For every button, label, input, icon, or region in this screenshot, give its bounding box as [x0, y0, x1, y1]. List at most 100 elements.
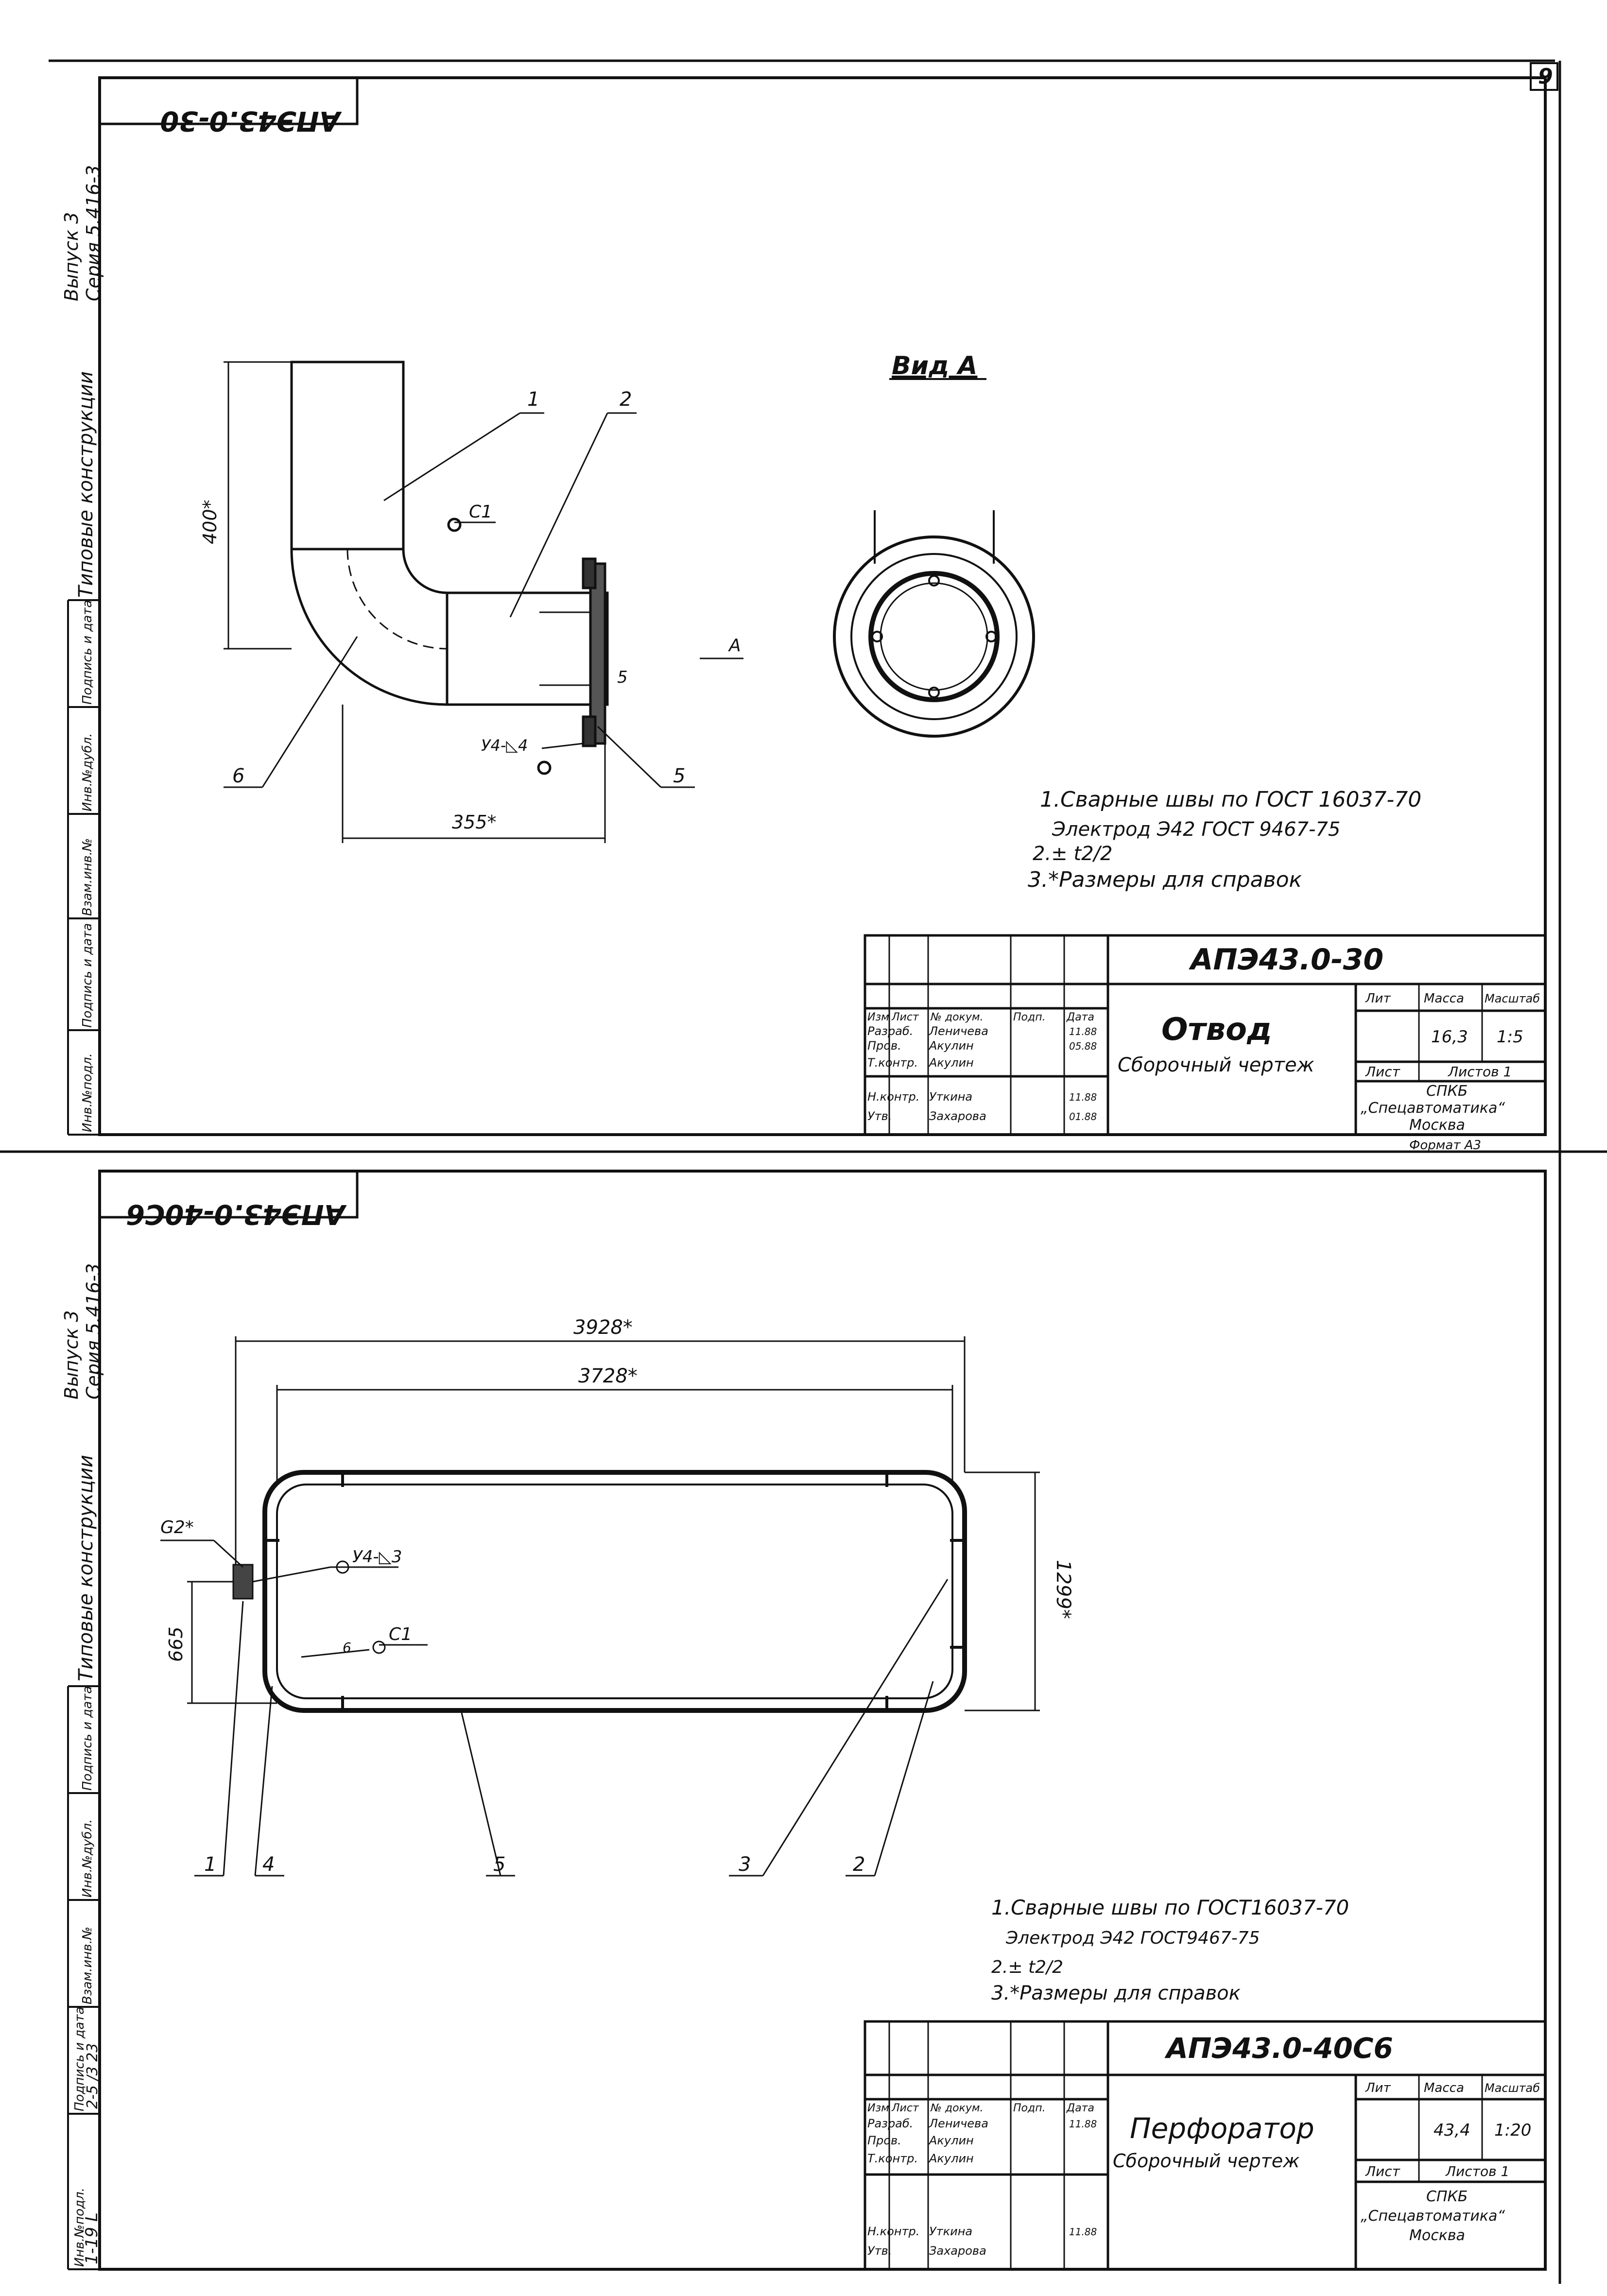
- top-stamp-name: Отвод: [1161, 1012, 1272, 1048]
- top-stamp-h3: Подп.: [1013, 1011, 1046, 1023]
- bottom-callout-3: 3: [739, 1853, 751, 1876]
- bottom-callout-1: 1: [204, 1853, 216, 1876]
- bottom-dim-inner: 3728*: [578, 1365, 638, 1387]
- bottom-callout-6: 6: [343, 1640, 351, 1656]
- bottom-callout-weld: У4-◺3: [352, 1547, 402, 1567]
- bottom-note-3: 2.± t2/2: [991, 1957, 1063, 1977]
- bottom-dim-outer: 3928*: [573, 1316, 633, 1339]
- top-note-1: 1.Сварные швы по ГОСТ 16037-70: [1040, 787, 1421, 812]
- top-stamp-scale: 1:5: [1497, 1027, 1523, 1047]
- top-stamp-mass-label: Масса: [1424, 991, 1464, 1006]
- top-stamp-designation: АПЭ43.0-30: [1189, 943, 1383, 977]
- bottom-dim-height: 1299*: [1052, 1560, 1074, 1619]
- bottom-col-4: Инв.№дубл.: [80, 1819, 95, 1898]
- top-col-3: Взам.инв.№: [80, 838, 95, 916]
- top-stamp-role-3: Н.контр.: [867, 1090, 919, 1104]
- top-stamp-h0: Изм: [867, 1011, 889, 1023]
- bottom-stamp-designation: АПЭ43.0-40С6: [1164, 2032, 1393, 2065]
- perforator-drawing: [160, 1336, 1040, 1877]
- bottom-stamp-date-3: 11.88: [1069, 2226, 1097, 2238]
- top-sheet: АПЭ43.0-30 Серия 5.416-3 Выпуск 3 Типовы…: [61, 76, 1547, 1153]
- top-note-4: 3.*Размеры для справок: [1028, 867, 1302, 892]
- top-stamp-sheet-label: Лист: [1365, 1064, 1400, 1080]
- bottom-margin-issue: Выпуск 3: [61, 1310, 82, 1399]
- bottom-stamp-h4: Дата: [1066, 2102, 1094, 2114]
- top-stamp-date-4: 01.88: [1069, 1111, 1097, 1122]
- bottom-dim-gap: G2*: [160, 1518, 194, 1537]
- top-stamp-scale-label: Масштаб: [1485, 992, 1540, 1005]
- top-stamp-role-0: Разраб.: [867, 1024, 913, 1038]
- top-stamp-role-4: Утв.: [867, 1109, 892, 1123]
- bottom-dim-side: 665: [165, 1626, 187, 1662]
- bottom-stamp-name: Перфоратор: [1130, 2112, 1314, 2145]
- top-stamp-name-4: Захарова: [929, 1109, 986, 1123]
- top-stamp-lit-label: Лит: [1365, 991, 1391, 1006]
- top-stamp-name-1: Акулин: [928, 1039, 974, 1053]
- top-corner-code: АПЭ43.0-30: [160, 105, 342, 137]
- top-col-4: Инв.№дубл.: [80, 733, 95, 811]
- bottom-stamp-name-1: Акулин: [928, 2134, 974, 2147]
- bottom-col-5: Подпись и дата: [80, 1686, 95, 1791]
- top-stamp-name-2: Акулин: [928, 1056, 974, 1070]
- bottom-stamp-role-2: Т.контр.: [867, 2152, 918, 2165]
- bottom-stamp-role-1: Пров.: [867, 2134, 901, 2147]
- bottom-stamp-sheets-label: Листов 1: [1445, 2163, 1509, 2179]
- top-stamp-org-1: СПКБ: [1426, 1083, 1468, 1100]
- bottom-callout-c1: C1: [389, 1624, 412, 1644]
- top-stamp-subtitle: Сборочный чертеж: [1118, 1054, 1314, 1076]
- top-callout-5: 5: [673, 765, 685, 787]
- bottom-stamp-name-2: Акулин: [928, 2152, 974, 2165]
- bottom-sheet: АПЭ43.0-40С6 Серия 5.416-3 Выпуск 3 Типо…: [61, 1170, 1547, 2271]
- top-col-1: Инв.№подл.: [80, 1053, 95, 1132]
- top-callout-6: 6: [232, 765, 244, 787]
- top-col-2: Подпись и дата: [80, 923, 95, 1028]
- top-margin-issue: Выпуск 3: [61, 212, 82, 301]
- bottom-stamp-org-3: Москва: [1409, 2227, 1465, 2244]
- bottom-stamp-mass: 43,4: [1434, 2121, 1470, 2140]
- top-stamp-h4: Дата: [1066, 1011, 1094, 1023]
- bottom-stamp-name-4: Захарова: [929, 2244, 986, 2258]
- top-note-3: 2.± t2/2: [1033, 843, 1112, 865]
- bottom-stamp-org-2: „Спецавтоматика“: [1361, 2208, 1505, 2225]
- top-stamp-org-2: „Спецавтоматика“: [1361, 1100, 1505, 1117]
- top-margin-type: Типовые конструкции: [75, 371, 97, 598]
- bottom-stamp-role-3: Н.контр.: [867, 2225, 919, 2238]
- top-stamp-h2: № докум.: [930, 1011, 983, 1023]
- top-stamp-name-3: Уткина: [929, 1090, 972, 1104]
- top-callout-2: 2: [620, 388, 632, 411]
- bottom-margin-series: Серия 5.416-3: [83, 1263, 104, 1399]
- bottom-stamp-date-0: 11.88: [1069, 2118, 1097, 2130]
- top-stamp-role-2: Т.контр.: [867, 1056, 918, 1070]
- top-title-block: [864, 934, 1547, 1136]
- top-stamp-date-0: 11.88: [1069, 1026, 1097, 1037]
- view-a-label: Вид А: [892, 351, 977, 380]
- top-stamp-mass: 16,3: [1431, 1027, 1468, 1047]
- bottom-note-1: 1.Сварные швы по ГОСТ16037-70: [991, 1896, 1349, 1919]
- bottom-stamp-role-0: Разраб.: [867, 2117, 913, 2130]
- bottom-stamp-scale-label: Масштаб: [1485, 2081, 1540, 2095]
- top-stamp-role-1: Пров.: [867, 1039, 901, 1053]
- bottom-margin-type: Типовые конструкции: [75, 1455, 97, 1681]
- top-stamp-format: Формат А3: [1409, 1138, 1481, 1153]
- bottom-callout-5: 5: [493, 1853, 505, 1876]
- top-dim-height: 400*: [199, 500, 221, 544]
- top-stamp-name-0: Леничева: [929, 1024, 988, 1038]
- bottom-stamp-lit-label: Лит: [1365, 2081, 1391, 2095]
- bottom-stamp-scale: 1:20: [1494, 2121, 1531, 2140]
- top-margin-series: Серия 5.416-3: [83, 165, 104, 301]
- bottom-col-3: Взам.инв.№: [80, 1927, 95, 2004]
- top-col-5: Подпись и дата: [80, 600, 95, 705]
- bottom-stamp-subtitle: Сборочный чертеж: [1113, 2150, 1299, 2172]
- bottom-stamp-sheet-label: Лист: [1365, 2163, 1400, 2179]
- bottom-stamp-name-0: Леничева: [929, 2117, 988, 2130]
- top-callout-a: А: [728, 636, 741, 656]
- top-dim-width: 355*: [452, 811, 497, 833]
- top-stamp-sheets-label: Листов 1: [1448, 1064, 1512, 1080]
- bottom-corner-code: АПЭ43.0-40С6: [126, 1198, 347, 1230]
- bottom-stamp-h1: Лист: [891, 2102, 919, 2114]
- bottom-stamp-org-1: СПКБ: [1426, 2188, 1468, 2205]
- top-stamp-org-3: Москва: [1409, 1117, 1465, 1134]
- top-stamp-date-3: 11.88: [1069, 1091, 1097, 1103]
- bottom-note-4: 3.*Размеры для справок: [991, 1982, 1241, 2004]
- top-callout-1: 1: [527, 388, 539, 411]
